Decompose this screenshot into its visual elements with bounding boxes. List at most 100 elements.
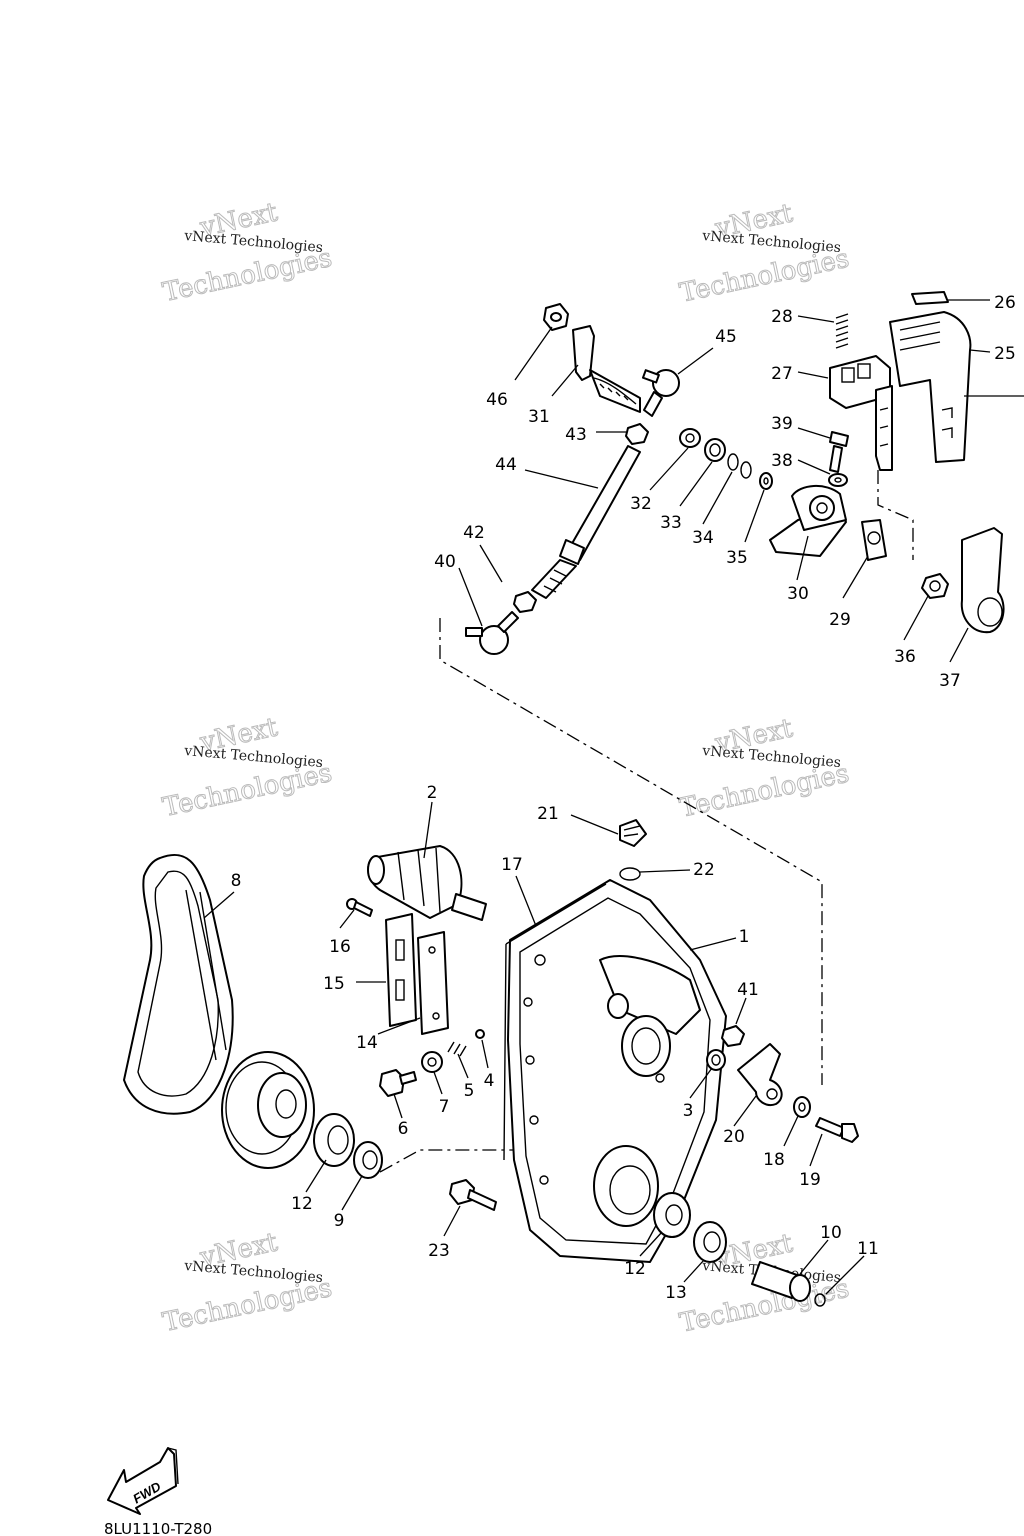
label-part-36: 36: [894, 647, 916, 667]
label-part-13: 13: [665, 1283, 687, 1303]
label-part-11: 11: [857, 1239, 879, 1259]
label-part-12-right: 12: [624, 1259, 646, 1279]
part-9-seal: [353, 1141, 383, 1179]
part-13-seal: [693, 1221, 727, 1263]
label-part-26: 26: [994, 293, 1016, 313]
label-part-34: 34: [692, 528, 714, 548]
part-14-plate: [417, 931, 449, 1035]
part-25-shift-lever: [889, 311, 972, 463]
label-part-25: 25: [994, 344, 1016, 364]
part-26-pad: [911, 291, 949, 305]
label-part-19: 19: [799, 1170, 821, 1190]
part-29-plate: [861, 519, 887, 561]
label-part-15: 15: [323, 974, 345, 994]
part-11-o-ring: [814, 1293, 826, 1307]
label-part-29: 29: [829, 610, 851, 630]
label-part-18: 18: [763, 1150, 785, 1170]
part-19-bolt: [815, 1117, 859, 1143]
part-45-ball-joint: [641, 369, 680, 417]
part-36-nut: [921, 573, 949, 599]
part-38-washer: [828, 473, 848, 487]
part-4-ball: [475, 1029, 485, 1039]
label-part-42: 42: [463, 523, 485, 543]
label-part-28: 28: [771, 307, 793, 327]
label-part-23: 23: [428, 1241, 450, 1261]
part-30-housing: [769, 485, 847, 557]
part-18-washer: [793, 1096, 811, 1118]
label-part-32: 32: [630, 494, 652, 514]
part-23-bolt: [449, 1179, 497, 1211]
label-part-30: 30: [787, 584, 809, 604]
label-part-2: 2: [427, 783, 438, 803]
label-part-4: 4: [484, 1071, 495, 1091]
part-17-gasket: [503, 883, 607, 1161]
part-1-gear-case: [507, 879, 727, 1263]
watermark: vNext Technologies vNext Technologies: [160, 197, 336, 309]
part-22-o-ring: [619, 867, 641, 881]
label-part-37: 37: [939, 671, 961, 691]
part-10-shaft: [751, 1261, 811, 1302]
part-32-washer: [679, 428, 701, 448]
part-42-nut: [513, 591, 537, 613]
part-39-bolt: [829, 431, 849, 473]
label-part-16: 16: [329, 937, 351, 957]
label-part-12-left: 12: [291, 1194, 313, 1214]
label-part-45: 45: [715, 327, 737, 347]
part-12-bearing-right: [653, 1192, 691, 1238]
part-2-shift-drum: [367, 845, 487, 921]
watermark: vNext Technologies vNext Technologies: [677, 198, 853, 309]
part-15-plate: [385, 913, 417, 1027]
part-12-sprocket: [221, 1051, 315, 1169]
watermark: vNext Technologies vNext Technologies: [677, 713, 853, 824]
label-part-8: 8: [231, 871, 242, 891]
part-5-spring: [447, 1041, 467, 1057]
label-part-20: 20: [723, 1127, 745, 1147]
part-20-lever: [737, 1043, 783, 1106]
part-labels: 1 2 3 4 5 6 7 8 9 10 11 12 12 13 14 15 1…: [231, 293, 1016, 1303]
label-part-44: 44: [495, 455, 517, 475]
part-6-bolt: [379, 1069, 417, 1097]
part-35-washer: [759, 472, 773, 490]
part-21-plug: [619, 819, 647, 847]
fwd-arrow-icon: FWD: [107, 1447, 179, 1515]
part-34-o-rings: [727, 453, 752, 479]
part-27-selector: [829, 355, 893, 471]
label-part-31: 31: [528, 407, 550, 427]
label-part-5: 5: [464, 1081, 475, 1101]
label-part-6: 6: [398, 1119, 409, 1139]
label-part-27: 27: [771, 364, 793, 384]
label-part-40: 40: [434, 552, 456, 572]
label-part-21: 21: [537, 804, 559, 824]
label-part-33: 33: [660, 513, 682, 533]
drawing-code: 8LU1110-T280: [104, 1520, 212, 1536]
part-3-seal: [706, 1049, 726, 1071]
part-12-bearing-left: [313, 1113, 355, 1167]
leader-lines: [203, 299, 1024, 1295]
label-part-1: 1: [739, 927, 750, 947]
part-8-chain: [123, 853, 234, 1115]
label-part-39: 39: [771, 414, 793, 434]
label-part-38: 38: [771, 451, 793, 471]
part-44-rod: [531, 445, 641, 599]
part-43-nut: [625, 423, 649, 445]
part-16-screw: [346, 898, 373, 917]
label-part-35: 35: [726, 548, 748, 568]
label-part-17: 17: [501, 855, 523, 875]
watermark: vNext Technologies vNext Technologies: [160, 1227, 336, 1339]
label-part-43: 43: [565, 425, 587, 445]
label-part-46: 46: [486, 390, 508, 410]
assembly-lines: [379, 470, 914, 1173]
label-part-7: 7: [439, 1097, 450, 1117]
part-46-nut: [543, 303, 569, 331]
part-40-ball-joint: [465, 611, 519, 655]
watermark: vNext Technologies vNext Technologies: [160, 712, 336, 824]
part-41-nut: [721, 1025, 745, 1047]
part-28-spring: [835, 313, 849, 349]
label-part-9: 9: [334, 1211, 345, 1231]
label-part-14: 14: [356, 1033, 378, 1053]
label-part-10: 10: [820, 1223, 842, 1243]
label-part-41: 41: [737, 980, 759, 1000]
part-33-seal: [704, 438, 726, 462]
